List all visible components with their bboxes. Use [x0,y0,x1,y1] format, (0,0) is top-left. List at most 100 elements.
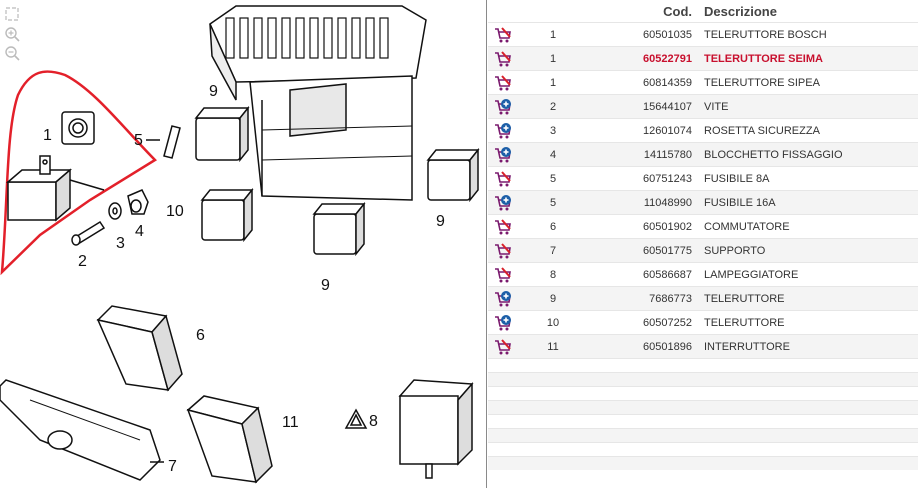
cart-remove-icon[interactable] [494,266,512,284]
description-cell: COMMUTATORE [700,214,918,239]
cart-cell[interactable] [488,22,528,47]
cart-cell[interactable] [488,70,528,95]
cart-add-icon[interactable] [494,314,512,332]
cart-remove-icon[interactable] [494,338,512,356]
washer-part-3[interactable] [108,202,122,220]
cart-add-icon[interactable] [494,146,512,164]
callout-7: 7 [168,458,177,475]
cart-cell[interactable] [488,118,528,143]
description-cell: TELERUTTORE BOSCH [700,22,918,47]
fit-icon[interactable] [5,7,19,21]
cart-cell[interactable] [488,142,528,167]
empty-cell [578,400,700,415]
cart-remove-icon[interactable] [494,74,512,92]
empty-row [488,358,918,373]
relay-part-1[interactable] [5,155,105,222]
cart-cell[interactable] [488,94,528,119]
empty-cell [528,358,578,373]
relay-part-9-top[interactable] [194,105,250,163]
empty-cell [700,372,918,387]
cart-add-icon[interactable] [494,122,512,140]
empty-cell [700,442,918,457]
callout-11: 11 [282,414,299,431]
qty-cell: 2 [528,94,578,119]
header-description[interactable]: Descrizione [704,3,777,19]
empty-cell [578,442,700,457]
code-cell: 60507252 [578,310,700,335]
code-cell: 12601074 [578,118,700,143]
cart-cell[interactable] [488,214,528,239]
qty-cell: 7 [528,238,578,263]
relay-part-9-bottom[interactable] [312,201,366,257]
switch-part-11[interactable] [186,395,273,484]
cart-cell[interactable] [488,166,528,191]
cart-cell[interactable] [488,46,528,71]
callout-1: 1 [43,127,52,144]
relay-part-10[interactable] [200,187,254,243]
zoom-out-icon[interactable] [5,46,20,61]
empty-cell [528,386,578,401]
description-cell: INTERRUTTORE [700,334,918,359]
empty-cell [488,400,528,415]
empty-cell [578,414,700,429]
empty-cell [700,456,918,470]
code-cell: 60501902 [578,214,700,239]
fuse-part-5[interactable] [146,125,181,159]
empty-row [488,428,918,443]
header-cart [488,0,528,23]
code-cell: 14115780 [578,142,700,167]
zoom-in-icon[interactable] [5,27,20,42]
cart-cell[interactable] [488,310,528,335]
cart-cell[interactable] [488,334,528,359]
cart-remove-icon[interactable] [494,170,512,188]
callout-10: 10 [166,203,184,220]
cart-remove-icon[interactable] [494,242,512,260]
flasher-part-8[interactable] [398,379,474,479]
empty-cell [488,372,528,387]
code-cell: 7686773 [578,286,700,311]
block-part-4[interactable] [127,189,149,215]
support-part-7[interactable] [0,379,164,481]
cart-add-icon[interactable] [494,290,512,308]
cart-add-icon[interactable] [494,194,512,212]
fuse-slots [225,17,389,59]
empty-row [488,456,918,470]
callout-9-bottom: 9 [321,277,330,294]
empty-cell [578,358,700,373]
callout-2: 2 [78,253,87,270]
qty-cell: 6 [528,214,578,239]
switch-part-6[interactable] [96,305,183,392]
relay-part-9-right[interactable] [426,147,480,203]
callout-9-top: 9 [209,83,218,100]
screw-part-2[interactable] [71,220,106,246]
description-cell: TELERUTTORE [700,310,918,335]
parts-table-header: Cod. Descrizione [488,0,918,23]
cart-remove-icon[interactable] [494,218,512,236]
header-code[interactable]: Cod. [663,3,692,19]
qty-cell: 3 [528,118,578,143]
cart-add-icon[interactable] [494,98,512,116]
cart-remove-icon[interactable] [494,50,512,68]
qty-cell: 8 [528,262,578,287]
cart-cell[interactable] [488,238,528,263]
cart-cell[interactable] [488,286,528,311]
cart-remove-icon[interactable] [494,26,512,44]
description-cell: SUPPORTO [700,238,918,263]
qty-cell: 5 [528,190,578,215]
cart-cell[interactable] [488,262,528,287]
cart-cell[interactable] [488,190,528,215]
